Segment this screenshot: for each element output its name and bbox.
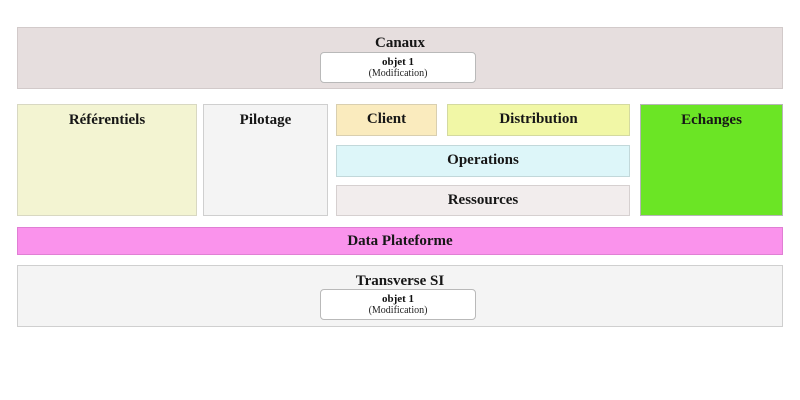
- transverse-si-object-card[interactable]: objet 1 (Modification): [320, 289, 476, 320]
- block-pilotage-title: Pilotage: [239, 112, 292, 128]
- block-client[interactable]: Client: [336, 104, 437, 136]
- block-distribution[interactable]: Distribution: [447, 104, 630, 136]
- block-referentiels[interactable]: Référentiels: [17, 104, 197, 216]
- block-echanges-title: Echanges: [681, 112, 742, 128]
- block-client-title: Client: [366, 111, 407, 127]
- canaux-object-card[interactable]: objet 1 (Modification): [320, 52, 476, 83]
- transverse-si-object-name: objet 1: [381, 293, 415, 305]
- block-data-plateforme-title: Data Plateforme: [347, 233, 453, 249]
- block-echanges[interactable]: Echanges: [640, 104, 783, 216]
- block-ressources[interactable]: Ressources: [336, 185, 630, 216]
- block-canaux-title: Canaux: [374, 35, 426, 51]
- canaux-object-name: objet 1: [381, 56, 415, 68]
- block-referentiels-title: Référentiels: [68, 112, 146, 128]
- block-transverse-si-title: Transverse SI: [355, 273, 445, 289]
- block-ressources-title: Ressources: [447, 192, 519, 208]
- block-operations[interactable]: Operations: [336, 145, 630, 177]
- block-pilotage[interactable]: Pilotage: [203, 104, 328, 216]
- block-data-plateforme[interactable]: Data Plateforme: [17, 227, 783, 255]
- canaux-object-state: (Modification): [368, 68, 428, 79]
- block-operations-title: Operations: [447, 152, 519, 168]
- transverse-si-object-state: (Modification): [368, 305, 428, 316]
- block-distribution-title: Distribution: [499, 111, 578, 127]
